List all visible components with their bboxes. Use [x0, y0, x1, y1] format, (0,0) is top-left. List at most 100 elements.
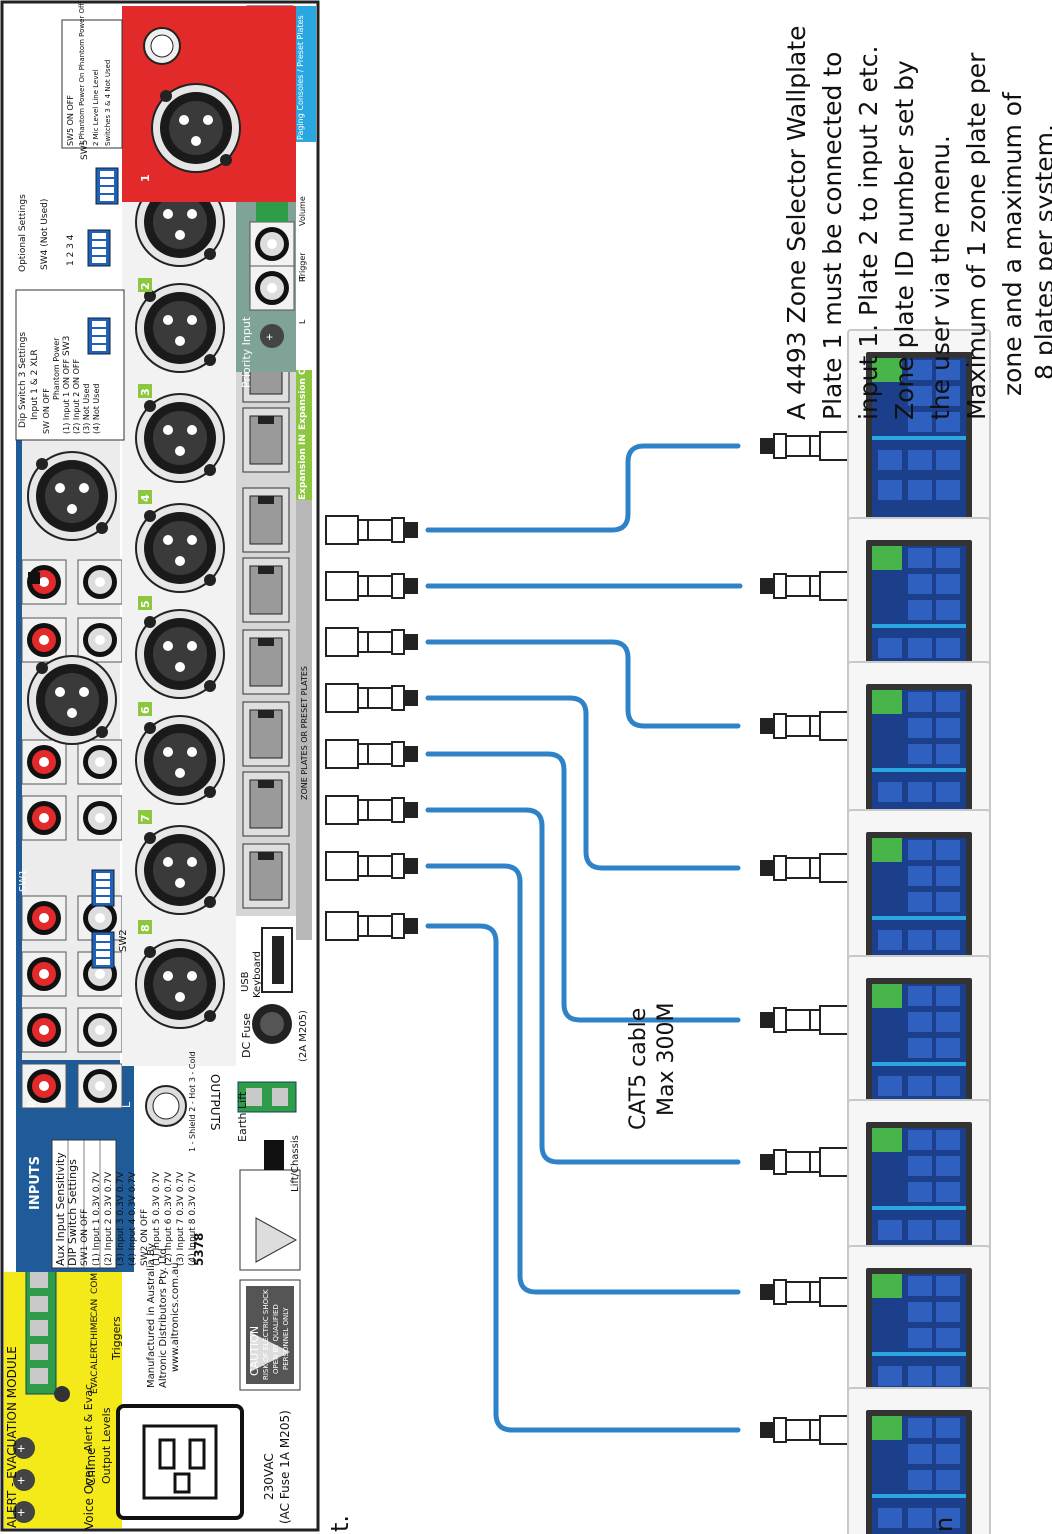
sw5-row-1: 1 Phantom Power On Phantom Power Off — [78, 3, 86, 146]
caution-line-1: RISK OF ELECTRIC SHOCK — [262, 1289, 270, 1380]
triggers-caption: Triggers — [110, 1316, 123, 1360]
sw4-label: SW4 (Not Used) — [40, 198, 50, 270]
output-pin-legend: 1 - Shield 2 - Hot 3 - Cold — [188, 1051, 197, 1152]
svg-text:+: + — [17, 1504, 25, 1520]
earth-lift-label: Earth Lift — [236, 1091, 249, 1142]
annotation-line-6: Maximum of 1 zone plate per — [962, 52, 991, 420]
output-number-2: 2 — [139, 282, 152, 290]
levels-alert-label: Alert & Evac — [82, 1383, 95, 1452]
annotation-line-4: Zone plate ID number set by — [890, 60, 919, 420]
emergency-xlr[interactable] — [151, 83, 241, 173]
svg-text:+: + — [17, 1440, 25, 1456]
sw2-row-3: (3) Input 7 0.3V 0.7V — [176, 1171, 186, 1266]
zone-plates-label: ZONE PLATES OR PRESET PLATES — [300, 666, 309, 800]
sw5-row-3: Switches 3 & 4 Not Used — [104, 59, 112, 146]
dip-switch-sw2[interactable] — [91, 931, 115, 969]
sw1-row-1: (1) Input 1 0.3V 0.7V — [92, 1171, 102, 1266]
levels-chime-label: Chime — [84, 1447, 98, 1486]
trigger-label-alert: ALERT — [90, 1342, 100, 1370]
output-xlr-4pin-icon[interactable] — [145, 1085, 187, 1127]
rear-panel: + + + — [0, 0, 320, 1532]
caution-line-2: OPEN BY QUALIFIED — [272, 1304, 280, 1374]
expansion-in-label: Expansion IN — [298, 434, 308, 500]
sw2-row-2: (2) Input 6 0.3V 0.7V — [164, 1171, 174, 1266]
lift-chassis-label: Lift/Chassis — [290, 1135, 301, 1192]
sw2-row-0: SW2 ON OFF — [140, 1208, 150, 1266]
annotation-line-5: the user via the menu. — [926, 135, 955, 420]
dip-switch-sw3[interactable] — [87, 317, 111, 355]
stray-text-2: n — [930, 1516, 958, 1532]
output-number-3: 3 — [139, 388, 152, 396]
annotation-line-3: input 1. Plate 2 to input 2 etc. — [854, 45, 883, 420]
volume-label: Volume — [298, 196, 307, 226]
paging-consoles-label: Paging Consoles / Preset Plates — [296, 15, 305, 140]
dip-switch-sw5[interactable] — [95, 167, 119, 205]
priority-input-label: Priority Input — [240, 316, 253, 388]
priority-r-label: R — [298, 276, 307, 282]
sw4-numbers: 1 2 3 4 — [66, 234, 76, 267]
caution-line-3: PERSONNEL ONLY — [282, 1307, 290, 1370]
iec-inlet-icon — [116, 1404, 244, 1520]
trigger-label-evac: EVAC — [90, 1370, 100, 1394]
mfr-line-3: www.altronics.com.au — [170, 1262, 181, 1372]
inputs-title: INPUTS — [28, 1155, 43, 1210]
rj45-plug-icon — [325, 515, 419, 941]
usb-port-icon[interactable] — [261, 927, 293, 993]
stray-text-1: t. — [326, 1514, 354, 1532]
caution-label — [239, 1169, 301, 1391]
dip3-title: Dip Switch 3 Settings — [18, 331, 28, 428]
level-trim-pots[interactable]: + + + — [13, 1437, 35, 1523]
sw1-row-4: (4) Input 4 0.3V 0.7V — [128, 1171, 138, 1266]
output-number-7: 7 — [139, 814, 152, 822]
dip3-row-5: (4) Not Used — [92, 383, 101, 434]
annotation-line-1: A 4493 Zone Selector Wallplate — [782, 25, 811, 420]
output-number-5: 5 — [139, 600, 152, 608]
sw1-label: SW1 — [18, 869, 29, 892]
vox-level-label: Vox Level — [296, 162, 305, 200]
power-rating: 230VAC — [262, 1453, 276, 1500]
r-label: R — [26, 1100, 39, 1108]
sw1-row-0: SW1 ON OFF — [80, 1208, 90, 1266]
sw3-label: SW3 — [62, 335, 72, 356]
annotation-line-7: zone and a maximum of — [998, 92, 1027, 396]
output-number-6: 6 — [139, 706, 152, 714]
sw5-row-0: SW5 ON OFF — [66, 95, 75, 146]
dip-switch-sw1[interactable] — [91, 869, 115, 907]
sw1-row-2: (2) Input 2 0.3V 0.7V — [104, 1171, 114, 1266]
dip-switch-sw4[interactable] — [87, 229, 111, 267]
dip3-row-0: SW ON OFF — [42, 388, 51, 434]
usb-label: USB — [240, 971, 251, 992]
sw2-row-1: (1) Input 5 0.3V 0.7V — [152, 1171, 162, 1266]
outputs-label: OUTPUTS — [208, 1074, 222, 1131]
cable-caption-1: CAT5 cable — [626, 1007, 651, 1130]
optional-settings-label: Optional Settings — [18, 194, 28, 272]
emergency-xlr-pin-icon — [143, 27, 181, 65]
keyboard-label: Keyboard — [252, 950, 263, 998]
dc-terminal-block[interactable] — [237, 1081, 297, 1113]
dip3-row-1: Phantom Power — [52, 337, 61, 400]
warning-icon — [250, 1332, 290, 1372]
emergency-input-title: EMERGENCY INPUT — [30, 40, 43, 146]
output-number-8: 8 — [139, 924, 152, 932]
priority-l-label: L — [298, 319, 307, 324]
rj45-plug-right-icon — [759, 431, 853, 1445]
annotation-line-8: 8 plates per system. — [1030, 124, 1052, 380]
output-number-1: 1 — [139, 174, 152, 182]
l-label: L — [120, 1101, 133, 1108]
power-fuse: (AC Fuse 1A M205) — [278, 1410, 292, 1524]
trigger-label-com: COM — [90, 1272, 100, 1294]
trigger-terminal-block[interactable] — [25, 1238, 70, 1402]
mfr-line-2: Altronic Distributors Pty. Ltd. — [158, 1245, 169, 1388]
earth-lift-switch[interactable] — [264, 1140, 284, 1170]
fuse-holder-icon[interactable] — [252, 1004, 292, 1044]
dip3-row-4: (3) Not Used — [82, 383, 91, 434]
cable-caption-2: Max 300M — [654, 1002, 679, 1116]
dc-fuse-spec: (2A M205) — [298, 1010, 309, 1062]
cat5-cables — [425, 443, 743, 1433]
dip3-row-3: (2) Input 2 ON OFF — [72, 358, 81, 434]
sw2-row-4: (4) Input 8 0.3V 0.7V — [188, 1171, 198, 1266]
aux-dip-title: DIP Switch Settings — [66, 1159, 79, 1266]
trigger-label-can: CAN — [90, 1298, 100, 1318]
sw5-row-2: 2 Mic Level Line Level — [92, 69, 100, 146]
